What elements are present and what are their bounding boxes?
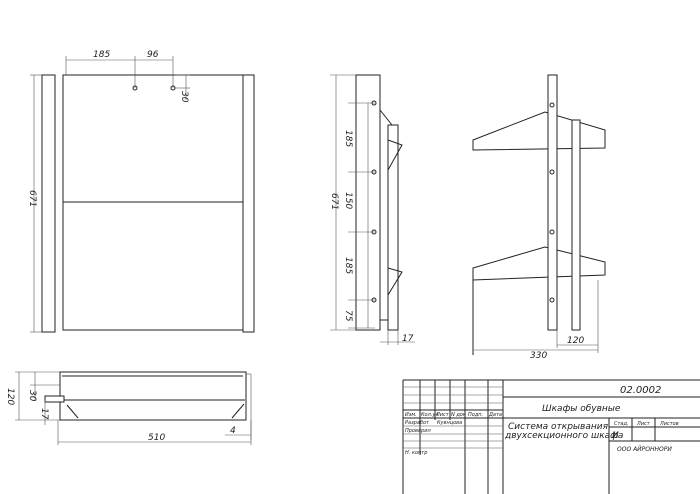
col-izm: Изм. — [405, 412, 417, 418]
dim-120: 120 — [567, 336, 584, 346]
dim-150: 150 — [343, 192, 353, 209]
col-list: Лист — [435, 412, 450, 418]
dim-185-bottom: 185 — [343, 257, 353, 274]
dim-330: 330 — [530, 351, 547, 361]
stage-value: И — [612, 431, 619, 441]
dim-185-top: 185 — [343, 130, 353, 147]
dim-30: 30 — [179, 91, 189, 103]
title-line2: двухсекционного шкафа — [504, 431, 623, 441]
dim-671-side: 671 — [329, 193, 339, 210]
checked-label: Проверил — [405, 428, 431, 434]
title-block: 02.0002 Шкафы обувные Система открывания… — [402, 379, 700, 494]
open-view: 330 120 — [472, 74, 606, 361]
dim-30-plan: 30 — [27, 390, 37, 402]
plan-view: 120 30 17 510 4 — [5, 371, 252, 445]
developer-name: Кувнцова — [437, 420, 462, 426]
sheets-label: Листов — [659, 421, 679, 427]
dim-17: 17 — [402, 334, 414, 344]
product-name: Шкафы обувные — [542, 404, 621, 414]
dim-120-plan: 120 — [5, 388, 15, 405]
sheet-label: Лист — [636, 421, 651, 427]
front-view: 185 96 30 671 — [27, 50, 255, 333]
company-name: ООО АЙРОННОРИ — [617, 446, 672, 453]
col-ndoc: N док — [451, 412, 466, 418]
col-podp: Подп. — [468, 412, 483, 418]
dim-96: 96 — [147, 50, 159, 60]
col-kol: Кол.уч — [421, 412, 438, 418]
side-view: 185 150 185 75 671 17 — [329, 74, 415, 345]
dim-17-plan: 17 — [39, 408, 49, 420]
stage-label: Стад. — [614, 421, 629, 427]
col-data: Дата — [488, 412, 502, 418]
dim-185: 185 — [93, 50, 110, 60]
developed-label: Разработ — [405, 420, 430, 426]
title-line1: Система открывания — [508, 422, 609, 432]
dim-510: 510 — [148, 433, 165, 443]
n-kontr-label: Н. контр — [405, 450, 427, 456]
dim-671: 671 — [27, 190, 37, 207]
dim-4: 4 — [230, 426, 236, 436]
dim-75: 75 — [343, 310, 353, 322]
doc-number: 02.0002 — [620, 385, 661, 396]
